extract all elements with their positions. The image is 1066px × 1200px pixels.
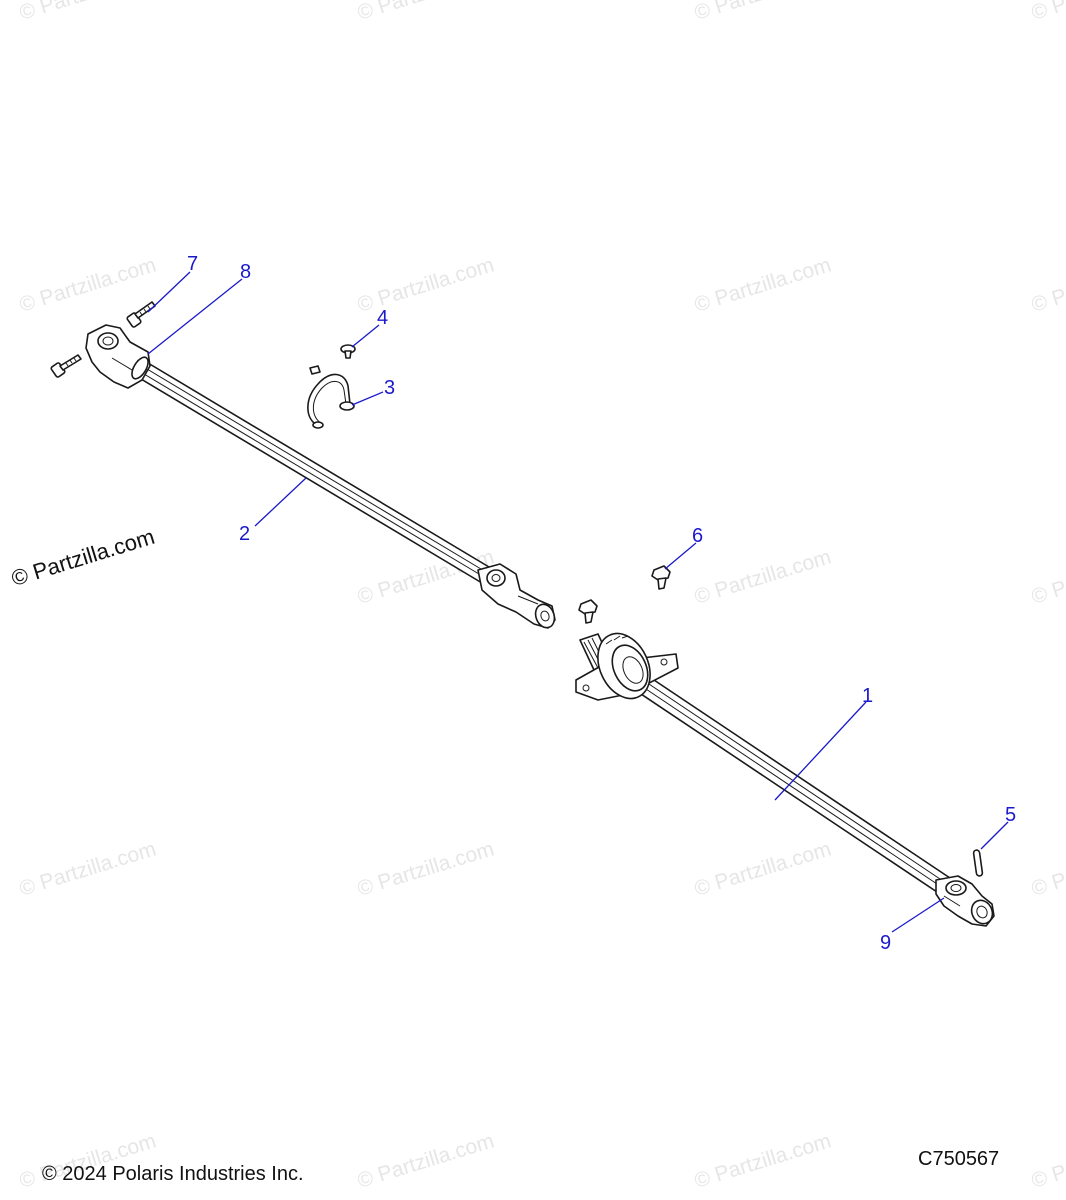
watermark-layer: © Partzilla.com © Partzilla.com © Partzi… bbox=[17, 0, 1066, 1193]
callout-labels: 1 2 3 4 5 6 7 8 9 bbox=[187, 253, 1016, 954]
callout-1: 1 bbox=[862, 685, 873, 707]
watermark: © Partzilla.com bbox=[1029, 0, 1066, 25]
leader-9 bbox=[891, 897, 945, 933]
callout-3: 3 bbox=[384, 377, 395, 399]
callout-2: 2 bbox=[239, 523, 250, 545]
leader-5 bbox=[980, 821, 1009, 850]
callout-4: 4 bbox=[377, 307, 388, 329]
callout-6: 6 bbox=[692, 525, 703, 547]
callout-7: 7 bbox=[187, 253, 198, 275]
watermark: © Partzilla.com bbox=[692, 0, 834, 25]
bearing-bolt-2[interactable] bbox=[578, 599, 598, 624]
watermark: © Partzilla.com bbox=[17, 0, 159, 25]
leader-6 bbox=[664, 542, 697, 570]
shaft-clamp[interactable] bbox=[307, 365, 355, 429]
watermark: © Partzilla.com bbox=[17, 253, 159, 316]
leader-4 bbox=[351, 324, 380, 348]
watermark: © Partzilla.com bbox=[692, 837, 834, 900]
callout-9: 9 bbox=[880, 932, 891, 954]
watermark: © Partzilla.com bbox=[355, 0, 497, 25]
yoke-bolt-lower[interactable] bbox=[50, 354, 82, 378]
leader-8 bbox=[147, 278, 243, 355]
rear-prop-shaft[interactable] bbox=[575, 625, 951, 895]
leader-3 bbox=[351, 391, 384, 406]
front-shaft-rear-u-joint[interactable] bbox=[477, 563, 558, 630]
rear-yoke-assembly[interactable] bbox=[935, 875, 996, 927]
watermark: © Partzilla.com bbox=[692, 545, 834, 608]
leader-7 bbox=[147, 271, 191, 313]
front-yoke-assembly[interactable] bbox=[85, 324, 151, 389]
watermark: © Partzilla.com bbox=[1029, 253, 1066, 316]
watermark: © Partzilla.com bbox=[1029, 837, 1066, 900]
bearing-bolt[interactable] bbox=[651, 565, 671, 590]
yoke-bolt[interactable] bbox=[126, 301, 156, 328]
watermark: © Partzilla.com bbox=[1029, 1129, 1066, 1192]
watermark: © Partzilla.com bbox=[355, 1129, 497, 1192]
callout-8: 8 bbox=[240, 261, 251, 283]
copyright-notice: © 2024 Polaris Industries Inc. bbox=[42, 1163, 304, 1185]
watermark: © Partzilla.com bbox=[692, 253, 834, 316]
drawing-code: C750567 bbox=[918, 1148, 1000, 1170]
roll-pin[interactable] bbox=[972, 849, 984, 877]
watermark: © Partzilla.com bbox=[355, 837, 497, 900]
clamp-screw[interactable] bbox=[340, 344, 356, 359]
callout-5: 5 bbox=[1005, 804, 1016, 826]
leader-2 bbox=[254, 477, 307, 527]
watermark: © Partzilla.com bbox=[1029, 545, 1066, 608]
leader-lines bbox=[147, 271, 1009, 933]
leader-1 bbox=[774, 701, 867, 801]
front-prop-shaft[interactable] bbox=[135, 359, 490, 584]
watermark: © Partzilla.com bbox=[17, 837, 159, 900]
watermark: © Partzilla.com bbox=[692, 1129, 834, 1192]
